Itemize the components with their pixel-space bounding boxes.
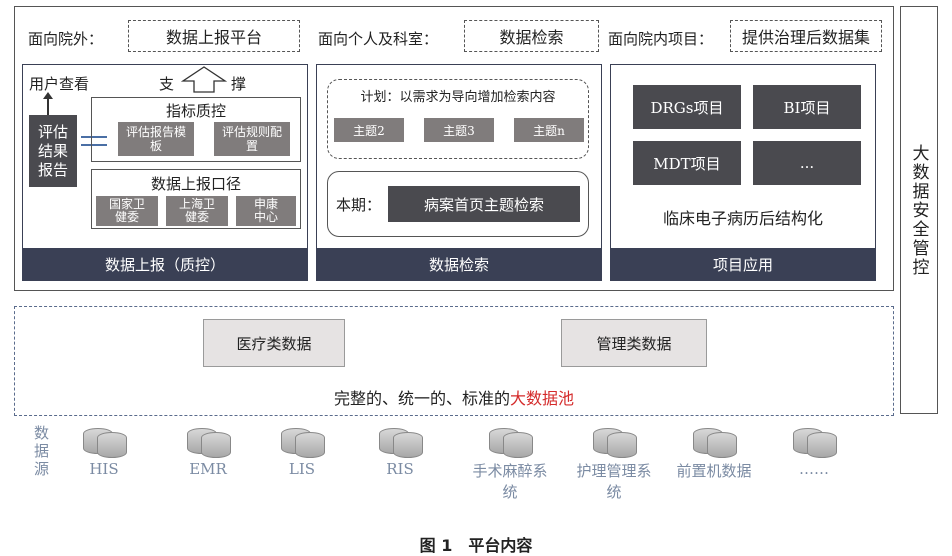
topic-2: 主题2 [334,118,404,142]
security-control-sidebar: 大数据安全管控 [900,6,938,414]
plan-box: 计划：以需求为导向增加检索内容 主题2 主题3 主题n [327,79,589,159]
source-his: HIS [74,428,134,478]
source-ris-label: RIS [386,460,414,478]
topic-3: 主题3 [424,118,494,142]
security-control-label: 大数据安全管控 [908,143,929,277]
indicator-qc-title: 指标质控 [165,102,226,120]
pool-desc-highlight: 大数据池 [510,389,575,408]
panel-project-app: DRGs项目 BI项目 MDT项目 ... 临床电子病历后结构化 项目应用 [610,64,876,281]
panel-data-search: 计划：以需求为导向增加检索内容 主题2 主题3 主题n 本期： 病案首页主题检索… [316,64,602,281]
reporting-platform-box: 数据上报平台 [128,20,300,52]
panel-footer-reporting: 数据上报（质控） [23,248,307,280]
user-view-label: 用户查看 [29,75,90,93]
indicator-qc-box: 指标质控 评估报告模板 评估规则配置 [91,97,301,162]
source-anesthesia-label: 手术麻醉系统 [472,462,548,501]
source-more-label: …… [799,460,829,478]
eval-rule-item: 评估规则配置 [214,122,290,156]
up-arrow-icon [43,92,53,99]
support-label-right: 撑 [231,75,247,93]
link-arrow-top [81,136,107,138]
data-source-label: 数据源 [34,424,50,478]
report-caliber-box: 数据上报口径 国家卫健委 上海卫健委 申康中心 [91,169,301,229]
report-caliber-title: 数据上报口径 [150,175,241,193]
caliber-national: 国家卫健委 [96,196,158,226]
source-lis: LIS [272,428,332,478]
caliber-shanghai: 上海卫健委 [166,196,228,226]
source-his-label: HIS [89,460,119,478]
emr-structuring-text: 临床电子病历后结构化 [662,209,823,228]
management-data-block: 管理类数据 [561,319,707,367]
database-icon [785,428,843,460]
bi-project: BI项目 [753,85,861,129]
source-anesthesia: 手术麻醉系统 [470,428,550,502]
source-frontend-label: 前置机数据 [676,462,752,480]
big-data-pool: 医疗类数据 管理类数据 完整的、统一的、标准的大数据池 [14,306,894,416]
panel-data-reporting: 用户查看 支 撑 评估结果报告 指标质控 评估报告模板 评估规则配置 数据上报口… [22,64,308,281]
database-icon [585,428,643,460]
mdt-project: MDT项目 [633,141,741,185]
medical-data-block: 医疗类数据 [203,319,345,367]
source-ris: RIS [370,428,430,478]
plan-text: 计划：以需求为导向增加检索内容 [360,90,556,105]
personal-label: 面向个人及科室： [318,30,439,48]
up-arrow-line [47,95,49,115]
database-icon [179,428,237,460]
pool-desc-text: 完整的、统一的、标准的 [333,389,510,408]
project-label: 面向院内项目： [608,30,714,48]
database-icon [371,428,429,460]
panel-footer-project: 项目应用 [611,248,875,280]
database-icon [273,428,331,460]
governed-dataset-box: 提供治理后数据集 [730,20,882,52]
eval-results-report: 评估结果报告 [29,115,77,187]
application-layer-frame [14,6,894,291]
data-search-box: 数据检索 [464,20,599,52]
more-projects: ... [753,141,861,185]
topic-n: 主题n [514,118,584,142]
database-icon [75,428,133,460]
current-box: 本期： 病案首页主题检索 [327,171,589,237]
source-nursing-label: 护理管理系统 [576,462,652,501]
panel-footer-search: 数据检索 [317,248,601,280]
caliber-shenkang: 申康中心 [236,196,296,226]
source-more: …… [784,428,844,478]
source-emr-label: EMR [189,460,227,478]
pool-description: 完整的、统一的、标准的大数据池 [15,385,893,409]
link-arrow-bottom [81,144,107,146]
figure-caption: 图 1 平台内容 [419,536,533,555]
source-frontend: 前置机数据 [664,428,764,481]
source-nursing: 护理管理系统 [574,428,654,502]
support-label-left: 支 [159,75,175,93]
database-icon [685,428,743,460]
drgs-project: DRGs项目 [633,85,741,129]
source-lis-label: LIS [288,460,316,478]
eval-template-item: 评估报告模板 [118,122,194,156]
support-arrow-icon [181,66,227,93]
current-label: 本期： [336,196,382,214]
database-icon [481,428,539,460]
medical-record-search: 病案首页主题检索 [388,186,580,222]
source-emr: EMR [178,428,238,478]
outside-label: 面向院外： [28,30,104,48]
